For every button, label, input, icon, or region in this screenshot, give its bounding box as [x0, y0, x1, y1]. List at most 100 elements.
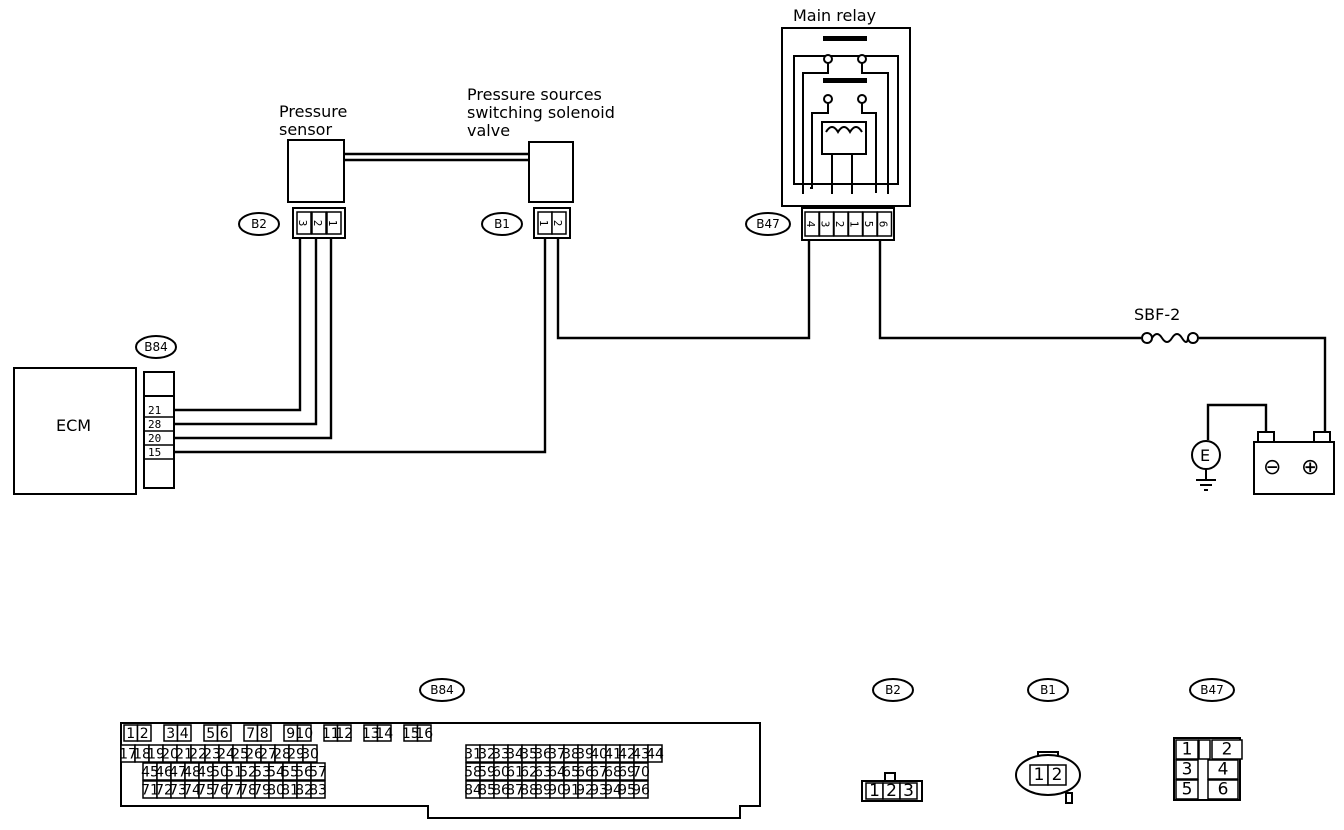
b2-view-pin-number: 1 [869, 781, 880, 801]
b47-view-pin-cell [1211, 739, 1243, 760]
pressure-sensor-label-line2: sensor [279, 120, 332, 139]
b84-pin-number: 90 [548, 783, 566, 799]
b84-pin-cell [376, 724, 392, 742]
b47-pin-number: 4 [804, 221, 817, 228]
solenoid-label-line3: valve [467, 121, 510, 140]
battery-icon [1253, 441, 1335, 495]
b84-pin-number: 53 [253, 765, 271, 781]
b84-pin-number: 54 [267, 765, 285, 781]
battery-positive: ⊕ [1301, 455, 1319, 480]
b1-view-pin-number: 2 [1052, 765, 1063, 785]
b2-pin-number: 3 [296, 220, 309, 227]
b84-pin-number: 31 [464, 747, 482, 763]
b84-pin-cell [302, 744, 318, 763]
b84-pin-number: 51 [225, 765, 243, 781]
b1-pin-number: 1 [537, 220, 550, 227]
b84-pin-cell [296, 724, 312, 742]
b84-pin-number: 89 [534, 783, 552, 799]
wire-b47-6-fuse [878, 240, 1141, 340]
b1-tag-label: B1 [494, 217, 510, 231]
b84-pin-number: 76 [211, 783, 229, 799]
b84-pin-number: 35 [520, 747, 538, 763]
b47-view-pin-number: 3 [1182, 760, 1193, 780]
b84-pin-number: 8 [260, 726, 269, 742]
b84-pin-number: 20 [161, 747, 179, 763]
fuse-sbf-2: SBF-2 [1134, 305, 1199, 344]
b1-pin-cell [551, 211, 567, 235]
b47-tag [745, 212, 791, 236]
solenoid-label-line2: switching solenoid [467, 103, 615, 122]
b47-view-pin-cell [1207, 759, 1239, 780]
b1-view-pin-number: 1 [1034, 765, 1045, 785]
b84-pin-number: 7 [246, 726, 255, 742]
b84-pin-number: 96 [632, 783, 650, 799]
b84-tag [135, 335, 177, 359]
b84-pin-number: 14 [375, 726, 393, 742]
b84-pin-number: 62 [520, 765, 538, 781]
b2-view-pin-number: 2 [886, 781, 897, 801]
b84-pin-number: 69 [618, 765, 636, 781]
fuse-label: SBF-2 [1134, 305, 1180, 324]
b84-pin-number: 55 [281, 765, 299, 781]
b84-pin-number: 33 [492, 747, 510, 763]
b84-pin-number: 36 [534, 747, 552, 763]
b2-pin-cell [326, 211, 342, 235]
b47-view-tag [1189, 678, 1235, 702]
ecm-housing [13, 367, 137, 495]
wire-battery-generator [1206, 403, 1268, 440]
b84-pin-number: 78 [239, 783, 257, 799]
wire-ecm20-b2-1 [174, 238, 333, 440]
b2-pin-number: 1 [326, 220, 339, 227]
ecm-pin-number: 28 [148, 418, 161, 431]
solenoid-valve: Pressure sources switching solenoid valv… [467, 85, 615, 239]
b84-pin-number: 26 [245, 747, 263, 763]
generator: E [1191, 440, 1221, 491]
b84-pin-number: 21 [175, 747, 193, 763]
b2-tag [238, 212, 280, 236]
b47-view-pin-cell [1175, 779, 1199, 800]
main-relay-inner-frame [793, 55, 899, 185]
b2-pin-number: 2 [311, 220, 324, 227]
b84-pin-number: 47 [169, 765, 187, 781]
b84-tag-label: B84 [144, 340, 168, 354]
b47-view-pin-number: 1 [1182, 740, 1193, 760]
b84-pin-number: 70 [632, 765, 650, 781]
b84-pin-number: 40 [590, 747, 608, 763]
b84-pin-number: 11 [322, 726, 340, 742]
b1-view-tag [1027, 678, 1069, 702]
b2-view-tag-label: B2 [885, 683, 901, 697]
b84-pin-number: 48 [183, 765, 201, 781]
wire-fuse-battery [1199, 336, 1327, 434]
b47-pin-number: 3 [819, 221, 832, 228]
b84-pin-cell [336, 724, 352, 742]
b2-pin-cell [296, 211, 312, 235]
b84-pin-number: 86 [492, 783, 510, 799]
solenoid-body [528, 141, 574, 203]
b47-pin-number: 2 [833, 221, 846, 228]
b84-pin-number: 60 [492, 765, 510, 781]
b84-pin-number: 13 [362, 726, 380, 742]
b84-pin-number: 88 [520, 783, 538, 799]
b84-pin-number: 80 [267, 783, 285, 799]
battery: ⊖ ⊕ [1253, 431, 1335, 495]
b47-view-tag-label: B47 [1200, 683, 1224, 697]
generator-symbol: E [1200, 446, 1210, 465]
b84-pin-number: 77 [225, 783, 243, 799]
b2-view-tag [872, 678, 914, 702]
relay-contact-bar-upper [823, 36, 867, 41]
b47-tag-label: B47 [756, 217, 780, 231]
relay-contact-bar-lower [823, 78, 867, 83]
b84-pin-number: 91 [562, 783, 580, 799]
b84-pin-number: 66 [576, 765, 594, 781]
b84-pin-number: 57 [309, 765, 327, 781]
relay-coil-frame [821, 121, 867, 155]
relay-contact [857, 54, 867, 64]
solenoid-label-line1: Pressure sources [467, 85, 602, 104]
b84-pin-number: 93 [590, 783, 608, 799]
b84-pin-number: 52 [239, 765, 257, 781]
b84-pin-number: 24 [217, 747, 235, 763]
